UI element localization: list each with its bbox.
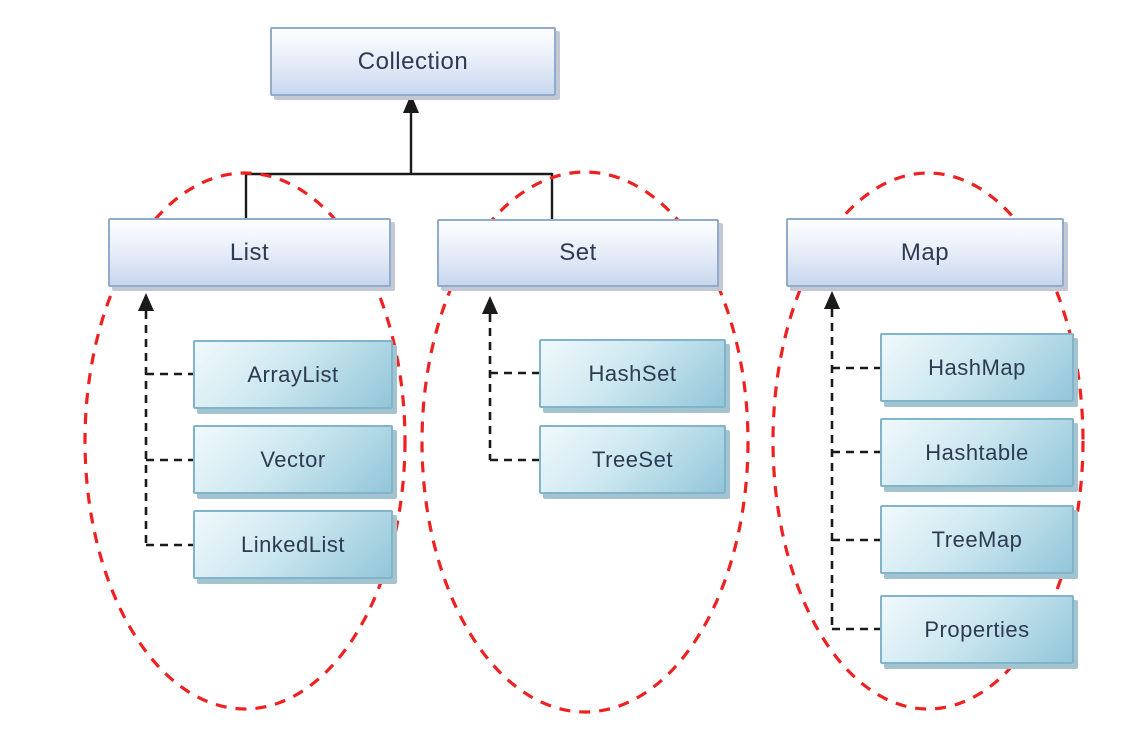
list-arrowhead-icon (138, 293, 154, 311)
node-hashtable: Hashtable (880, 418, 1074, 487)
node-treeset-label: TreeSet (592, 446, 673, 472)
node-properties-label: Properties (924, 616, 1030, 642)
node-treemap-label: TreeMap (931, 526, 1023, 552)
node-arraylist: ArrayList (193, 340, 393, 409)
node-linkedlist: LinkedList (193, 510, 393, 579)
set-group-ellipse (420, 170, 750, 714)
node-list: List (108, 218, 391, 287)
set-arrowhead-icon (482, 296, 498, 314)
map-implementations-connector (824, 291, 880, 631)
node-linkedlist-label: LinkedList (240, 531, 346, 557)
node-set-label: Set (559, 239, 597, 266)
node-hashtable-label: Hashtable (925, 439, 1029, 465)
group-ellipses (83, 170, 1085, 714)
node-map: Map (786, 218, 1064, 287)
node-hashset-label: HashSet (588, 360, 677, 386)
node-hashmap-label: HashMap (928, 354, 1026, 380)
node-treeset: TreeSet (539, 425, 726, 494)
set-implementations-connector (482, 296, 539, 462)
node-vector: Vector (193, 425, 393, 494)
map-arrowhead-icon (824, 291, 840, 309)
node-hashmap: HashMap (880, 333, 1074, 402)
node-treemap: TreeMap (880, 505, 1074, 574)
list-group-ellipse (83, 171, 407, 711)
node-arraylist-label: ArrayList (247, 361, 339, 387)
list-implementations-connector (138, 293, 193, 547)
node-hashset: HashSet (539, 339, 726, 408)
collection-tree-connector (244, 94, 554, 220)
node-vector-label: Vector (260, 446, 326, 472)
node-properties: Properties (880, 595, 1074, 664)
node-list-label: List (229, 238, 270, 266)
node-map-label: Map (900, 238, 950, 266)
node-set: Set (437, 219, 719, 287)
node-collection: Collection (270, 27, 556, 96)
map-group-ellipse (771, 171, 1085, 711)
collection-arrowhead-icon (403, 94, 419, 113)
node-collection-label: Collection (357, 47, 469, 75)
